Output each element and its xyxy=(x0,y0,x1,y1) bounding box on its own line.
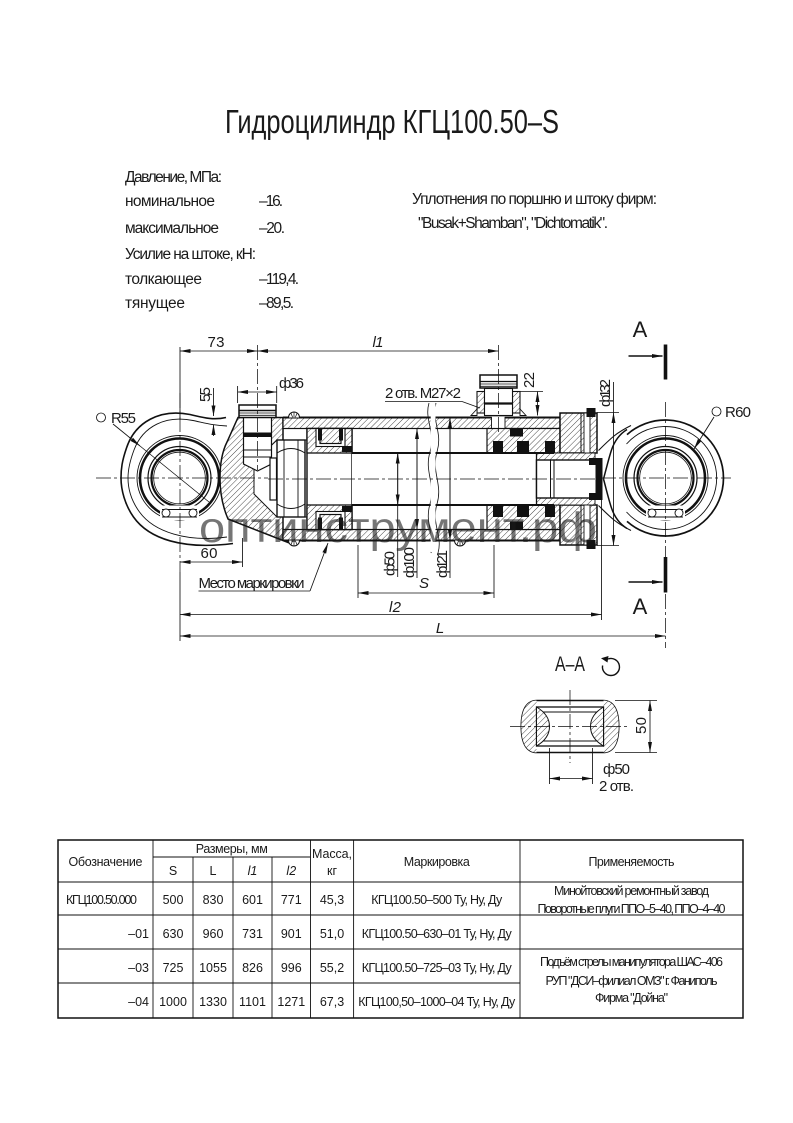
svg-text:"Busak+Shamban", "Dichtomatik": "Busak+Shamban", "Dichtomatik". xyxy=(418,215,608,232)
svg-text:Размеры, мм: Размеры, мм xyxy=(196,842,268,856)
svg-text:1000: 1000 xyxy=(159,995,187,1009)
svg-text:КГЦ100.50–630–01 Ту, Ну, Ду: КГЦ100.50–630–01 Ту, Ну, Ду xyxy=(362,927,513,941)
svg-text:ф100: ф100 xyxy=(401,547,418,578)
svg-text:Маркировка: Маркировка xyxy=(404,855,470,869)
svg-text:771: 771 xyxy=(281,893,302,907)
svg-text:максимальное: максимальное xyxy=(125,220,219,237)
svg-text:73: 73 xyxy=(208,334,225,351)
svg-text:51,0: 51,0 xyxy=(320,927,344,941)
svg-text:Фирма "Дойна": Фирма "Дойна" xyxy=(595,991,668,1005)
svg-text:–03: –03 xyxy=(128,961,149,975)
svg-text:–89,5.: –89,5. xyxy=(259,295,294,312)
svg-text:630: 630 xyxy=(163,927,184,941)
svg-text:КГЦ100.50–725–03 Ту, Ну, Ду: КГЦ100.50–725–03 Ту, Ну, Ду xyxy=(362,961,513,975)
svg-text:толкающее: толкающее xyxy=(125,271,202,288)
svg-text:Давление, МПа:: Давление, МПа: xyxy=(125,169,222,186)
svg-text:22: 22 xyxy=(521,372,538,388)
svg-text:–20.: –20. xyxy=(259,220,285,237)
svg-text:КГЦ100.50–500 Ту, Ну, Ду: КГЦ100.50–500 Ту, Ну, Ду xyxy=(371,893,503,907)
svg-text:2 отв.: 2 отв. xyxy=(599,778,634,795)
svg-text:КГЦ100,50–1000–04 Ту, Ну, Ду: КГЦ100,50–1000–04 Ту, Ну, Ду xyxy=(358,995,516,1009)
svg-text:тянущее: тянущее xyxy=(125,295,185,312)
svg-text:А: А xyxy=(633,594,648,619)
svg-text:1271: 1271 xyxy=(277,995,305,1009)
svg-text:ф50: ф50 xyxy=(382,551,399,576)
svg-text:500: 500 xyxy=(163,893,184,907)
svg-text:S: S xyxy=(419,575,429,592)
svg-text:оптинструмент.рф: оптинструмент.рф xyxy=(199,504,597,552)
svg-text:1101: 1101 xyxy=(239,995,266,1009)
svg-text:РУП "ДСИ–филиал ОМЗ" г. Фанипо: РУП "ДСИ–филиал ОМЗ" г. Фаниполь xyxy=(546,974,718,988)
svg-text:ф121: ф121 xyxy=(434,550,451,578)
svg-text:Поворотные плуги ППО–5–40, ППО: Поворотные плуги ППО–5–40, ППО–4–40 xyxy=(538,902,726,916)
svg-text:1055: 1055 xyxy=(199,961,227,975)
svg-text:l1: l1 xyxy=(373,334,384,351)
svg-text:ф50: ф50 xyxy=(603,761,630,778)
svg-text:L: L xyxy=(210,864,217,878)
svg-text:Масса,: Масса, xyxy=(312,847,352,861)
svg-text:60: 60 xyxy=(201,545,218,562)
svg-text:2 отв. М27×2: 2 отв. М27×2 xyxy=(385,385,461,402)
svg-text:S: S xyxy=(169,864,177,878)
svg-text:Усилие на штоке, кН:: Усилие на штоке, кН: xyxy=(125,246,256,263)
svg-text:ф36: ф36 xyxy=(279,375,304,392)
svg-text:–119,4.: –119,4. xyxy=(259,271,299,288)
svg-text:Обозначение: Обозначение xyxy=(69,855,143,869)
svg-text:–16.: –16. xyxy=(259,193,283,210)
svg-text:–01: –01 xyxy=(128,927,149,941)
svg-text:45,3: 45,3 xyxy=(320,893,344,907)
svg-text:КГЦ100.50.000: КГЦ100.50.000 xyxy=(66,893,137,907)
svg-text:номинальное: номинальное xyxy=(125,193,215,210)
svg-text:Применяемость: Применяемость xyxy=(589,855,675,869)
svg-text:l2: l2 xyxy=(286,864,296,878)
svg-text:1330: 1330 xyxy=(199,995,227,1009)
svg-text:l2: l2 xyxy=(389,599,402,616)
svg-text:Место маркировки: Место маркировки xyxy=(199,575,305,592)
svg-text:731: 731 xyxy=(242,927,263,941)
svg-text:67,3: 67,3 xyxy=(320,995,344,1009)
svg-text:826: 826 xyxy=(242,961,263,975)
svg-text:Уплотнения по поршню и штоку ф: Уплотнения по поршню и штоку фирм: xyxy=(412,191,657,208)
svg-text:L: L xyxy=(436,620,444,637)
svg-text:996: 996 xyxy=(281,961,302,975)
svg-text:R60: R60 xyxy=(725,404,751,421)
svg-text:ф132: ф132 xyxy=(597,379,614,407)
svg-text:Подъём стрелы манипулятора ШАС: Подъём стрелы манипулятора ШАС–406 xyxy=(540,955,723,969)
svg-text:601: 601 xyxy=(242,893,263,907)
svg-text:901: 901 xyxy=(281,927,302,941)
svg-text:960: 960 xyxy=(203,927,224,941)
svg-text:830: 830 xyxy=(203,893,224,907)
svg-text:–04: –04 xyxy=(128,995,149,1009)
svg-text:Минойтовский ремонтный завод: Минойтовский ремонтный завод xyxy=(554,884,710,898)
svg-text:5,5: 5,5 xyxy=(197,387,214,402)
svg-text:725: 725 xyxy=(163,961,184,975)
svg-text:А: А xyxy=(633,317,648,342)
svg-text:50: 50 xyxy=(633,717,650,734)
svg-text:А–А: А–А xyxy=(555,653,585,676)
svg-text:55,2: 55,2 xyxy=(320,961,344,975)
svg-text:R55: R55 xyxy=(111,410,136,427)
svg-text:кг: кг xyxy=(327,864,337,878)
svg-text:l1: l1 xyxy=(248,864,258,878)
svg-text:Гидроцилиндр КГЦ100.50–S: Гидроцилиндр КГЦ100.50–S xyxy=(225,103,559,140)
